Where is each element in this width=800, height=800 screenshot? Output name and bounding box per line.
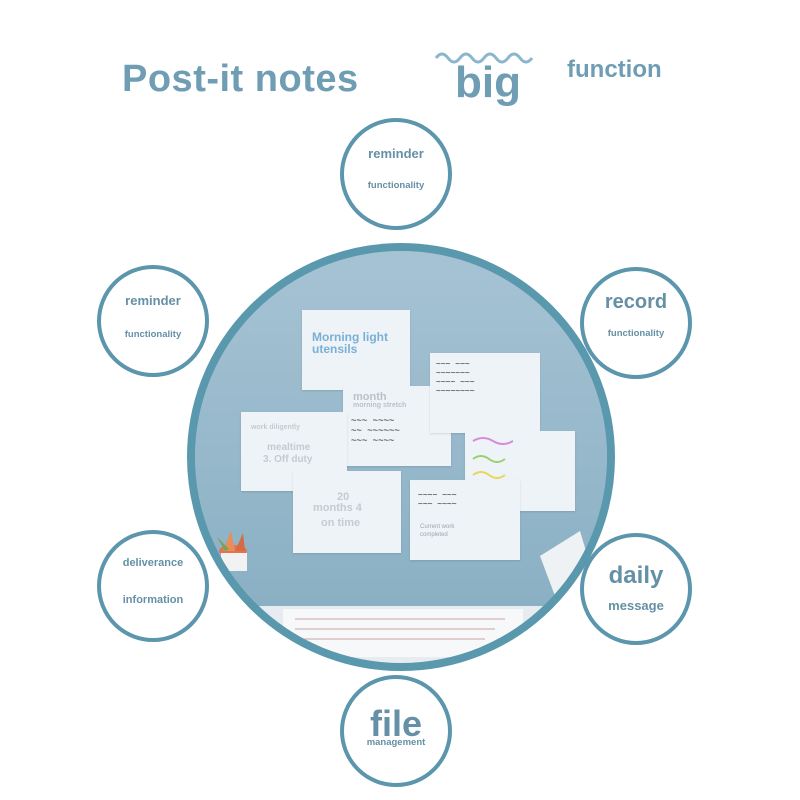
note-1-line2: utensils (312, 342, 358, 356)
product-photo: Morning light utensils month morning str… (187, 243, 615, 671)
note-7-handwriting: ~~~~ ~~~~~~ ~~~~ (418, 490, 457, 508)
bubble-right-top-sublabel: functionality (607, 328, 665, 339)
bubble-left-top-label: reminder (125, 293, 181, 308)
sticky-note-7: ~~~~ ~~~~~~ ~~~~ Current work completed (410, 480, 520, 560)
note-2-handwriting: ~~~ ~~~~~~ ~~~~~~~~~ ~~~~ (351, 416, 400, 446)
note-3-line1: work diligently (251, 424, 301, 431)
bubble-right-bottom: daily message (580, 533, 692, 645)
title-big-word: big (455, 58, 521, 107)
sticky-note-4: 20 months 4 on time (293, 471, 401, 553)
bubble-left-bottom-label: deliverance (122, 557, 184, 569)
note-2-line1: month (353, 391, 387, 403)
bubble-top-label: reminder (368, 146, 424, 161)
bubble-bottom-sublabel: management (366, 737, 426, 748)
note-2-line2: morning stretch (353, 402, 407, 409)
sticky-note-5: ~~~ ~~~~~~~~~~~~~~ ~~~~~~~~~~~ (430, 353, 540, 433)
bubble-left-bottom: deliverance information (97, 530, 209, 642)
bubble-top-sublabel: functionality (367, 180, 425, 191)
note-3-line3: 3. Off duty (263, 454, 313, 465)
plant-icon (217, 531, 247, 571)
note-4-line3: on time (321, 517, 361, 529)
title-function-word: function (567, 56, 662, 83)
sticky-note-1: Morning light utensils (302, 310, 410, 390)
bubble-bottom-label: file (369, 703, 422, 744)
note-4-line2: months 4 (313, 502, 362, 514)
note-1-line1: Morning light (312, 330, 388, 344)
bubble-left-top: reminder functionality (97, 265, 209, 377)
note-7-line1: Current work (420, 524, 455, 530)
bubble-right-bottom-label: daily (608, 562, 664, 589)
bubble-right-top-label: record (604, 291, 668, 313)
note-5-handwriting: ~~~ ~~~~~~~~~~~~~~ ~~~~~~~~~~~ (436, 359, 475, 395)
note-4-line1: 20 (337, 491, 350, 503)
note-3-line2: mealtime (267, 442, 311, 453)
bubble-right-bottom-sublabel: message (608, 598, 664, 613)
page-title: Post-it notes (122, 58, 359, 100)
bubble-left-top-sublabel: functionality (124, 329, 182, 340)
decorative-scribble-icon (434, 52, 534, 64)
bubble-bottom: file management (340, 675, 452, 787)
bubble-left-bottom-sublabel: information (122, 594, 184, 606)
note-7-line2: completed (420, 532, 448, 538)
bubble-top: reminder functionality (340, 118, 452, 230)
